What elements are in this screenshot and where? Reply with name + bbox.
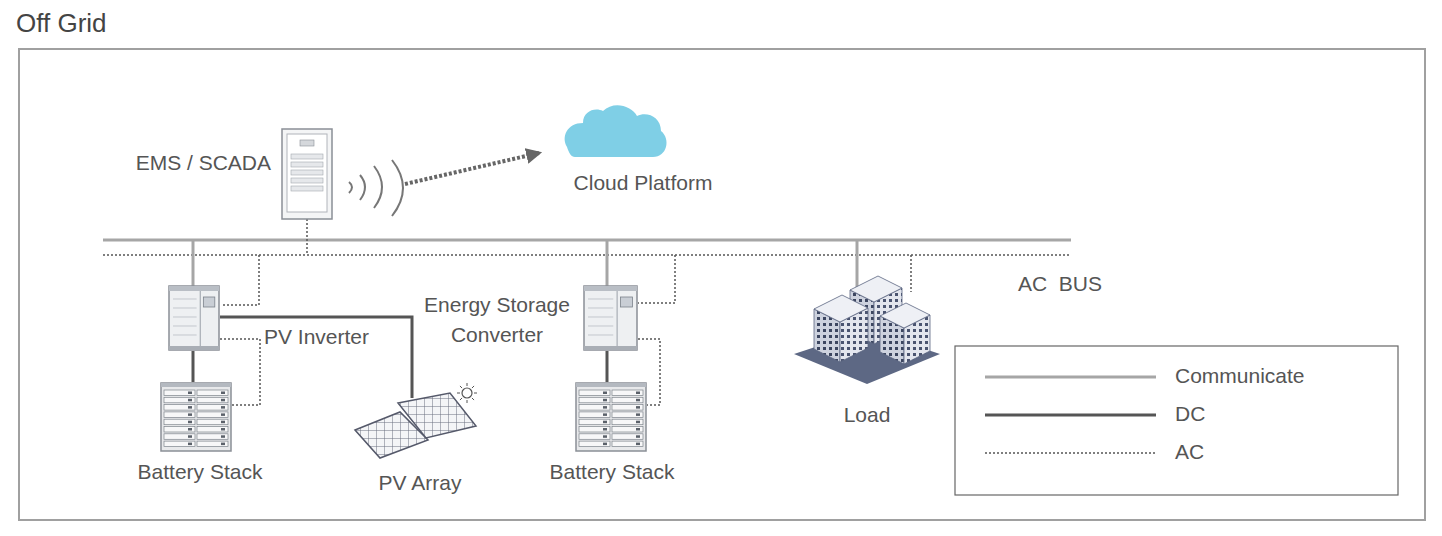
connector xyxy=(220,317,412,398)
ac-drop xyxy=(638,255,675,303)
connector xyxy=(606,351,609,382)
device-node: Battery Stack xyxy=(122,380,280,489)
outer-frame xyxy=(19,49,1425,520)
legend-sample xyxy=(985,414,1156,417)
wireless-arcs xyxy=(349,160,403,216)
battery-icon xyxy=(160,382,232,452)
comm-drop xyxy=(192,240,195,286)
node-label: PV Array xyxy=(348,468,492,498)
node-label: PV Inverter xyxy=(264,322,390,352)
node-label: Battery Stack xyxy=(122,457,278,487)
ac-drop xyxy=(910,255,912,292)
cabinet-icon xyxy=(168,285,220,351)
diagram-title: Off Grid xyxy=(16,8,107,39)
comm-drop xyxy=(606,240,609,286)
battery-icon xyxy=(575,382,647,452)
ac-drop xyxy=(221,255,259,305)
node-label: Load xyxy=(790,400,944,430)
cabinet-icon xyxy=(583,285,638,351)
device-node: PV Array xyxy=(348,380,494,500)
communication-bus xyxy=(103,239,1071,242)
legend-box xyxy=(955,346,1398,495)
ems-icon xyxy=(281,128,333,220)
device-node: Cloud Platform xyxy=(553,100,735,200)
device-node: Load xyxy=(790,290,946,432)
device-node: EMS / SCADA xyxy=(126,124,338,224)
pv-icon xyxy=(352,382,480,460)
device-node: PV Inverter xyxy=(165,283,393,355)
node-label: Energy Storage Converter xyxy=(412,290,582,350)
device-node: Energy Storage Converter xyxy=(412,283,640,355)
node-label: Battery Stack xyxy=(534,457,690,487)
legend-sample xyxy=(985,452,1156,454)
connector xyxy=(405,153,539,184)
legend-text: AC xyxy=(1175,440,1204,464)
connector xyxy=(192,351,195,382)
legend-text: DC xyxy=(1175,402,1205,426)
bus-label: AC BUS xyxy=(1016,272,1104,296)
node-label: EMS / SCADA xyxy=(126,148,271,178)
device-node: Battery Stack xyxy=(534,380,692,489)
ac-bus xyxy=(103,254,1071,256)
cloud-icon xyxy=(557,103,671,159)
legend-sample xyxy=(985,376,1156,379)
node-label: Cloud Platform xyxy=(553,168,733,198)
ac-drop xyxy=(306,219,308,255)
load-icon xyxy=(792,292,942,387)
legend-text: Communicate xyxy=(1175,364,1305,388)
